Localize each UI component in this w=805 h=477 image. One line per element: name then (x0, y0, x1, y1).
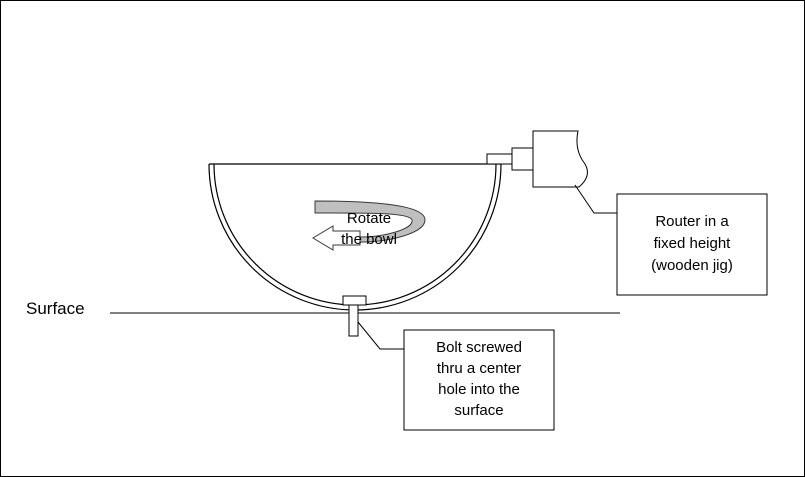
rotate-label-line1: Rotate (347, 210, 391, 227)
router-callout-box (616, 193, 768, 296)
bolt-callout-line2: thru a center (437, 360, 521, 377)
bolt (342, 295, 367, 337)
rotate-arrow (312, 200, 426, 251)
router (486, 130, 588, 188)
surface-label: Surface (26, 299, 85, 318)
rotate-label-line2: the bowl (341, 231, 397, 248)
router-callout-line3: (wooden jig) (651, 257, 733, 274)
router-callout-leader (574, 184, 618, 214)
bolt-callout-line1: Bolt screwed (436, 339, 522, 356)
bolt-callout-line3: hole into the (438, 381, 520, 398)
bolt-callout-leader (357, 321, 404, 350)
bolt-callout-box (403, 329, 555, 431)
bolt-callout-line4: surface (454, 402, 503, 419)
router-callout-line2: fixed height (654, 235, 732, 252)
router-callout-line1: Router in a (655, 213, 729, 230)
